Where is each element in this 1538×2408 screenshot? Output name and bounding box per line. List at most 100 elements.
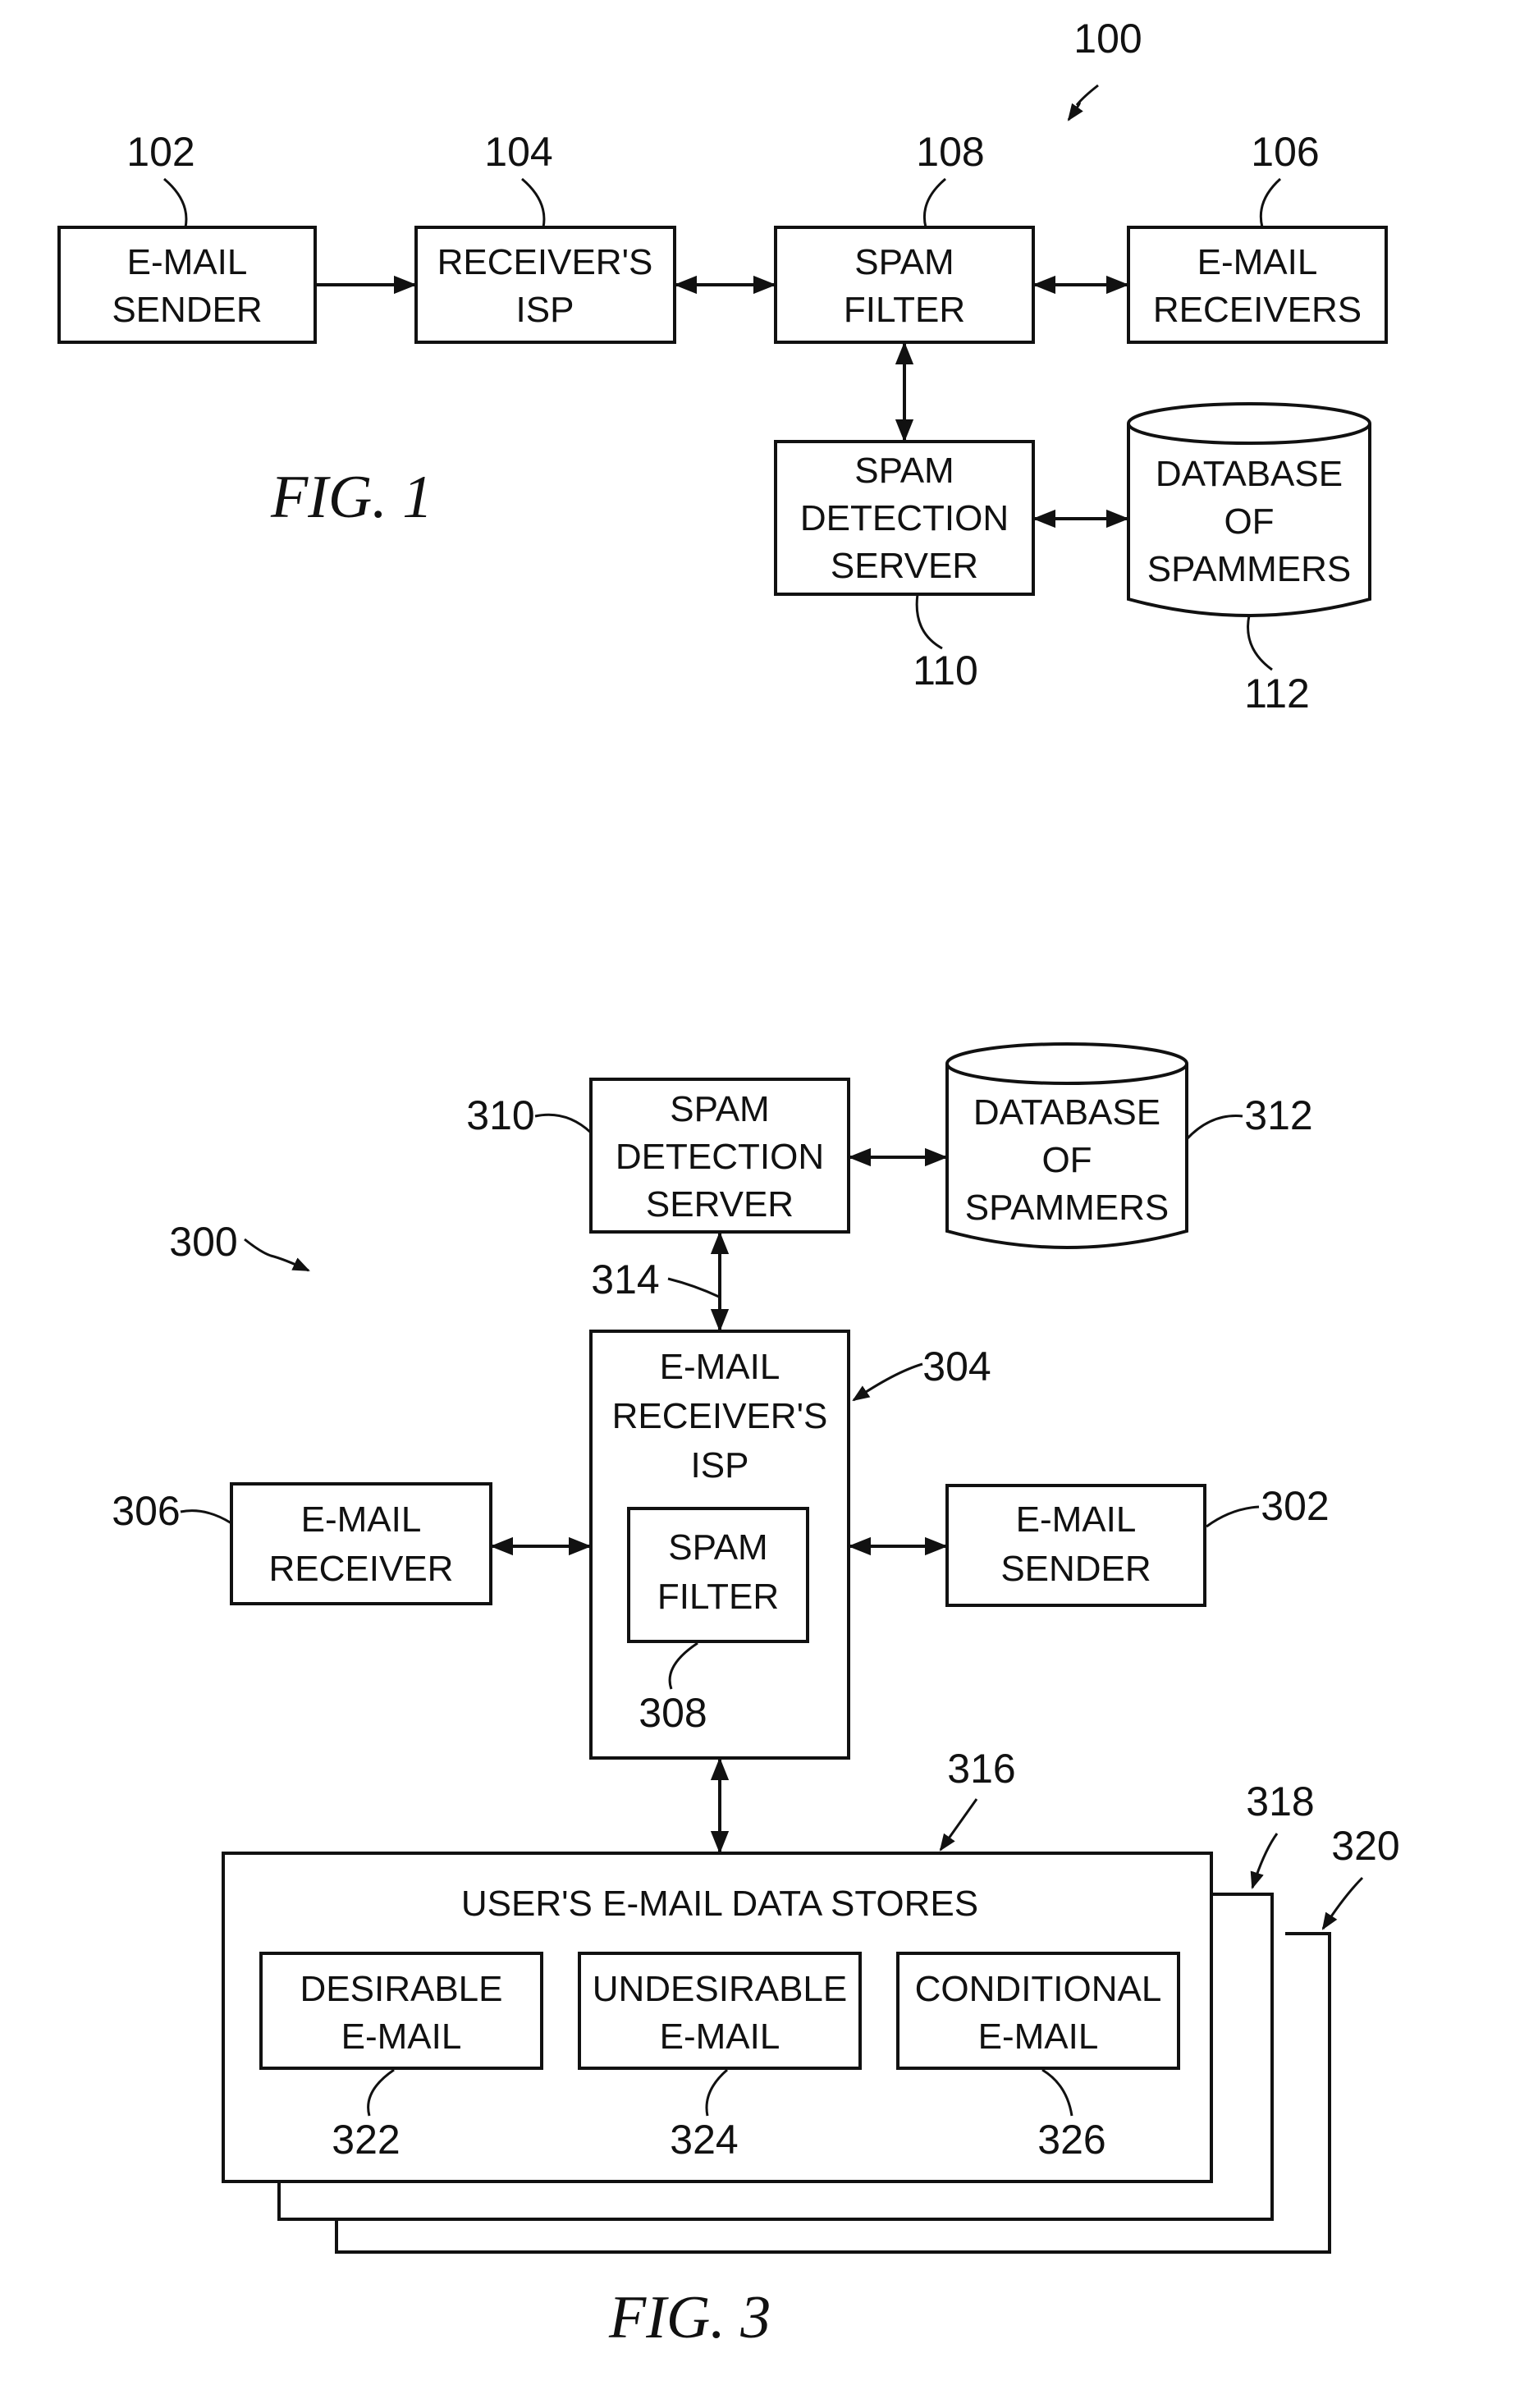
fig1-spam-detection-server: SPAM DETECTION SERVER 110	[774, 440, 1035, 694]
fig3-conditional-leader	[1041, 2068, 1073, 2117]
fig3-system-ref: 300	[169, 1219, 237, 1265]
fig3-link-leader	[667, 1277, 720, 1298]
fig1-database-of-spammers: DATABASE OF SPAMMERS 112	[1127, 402, 1371, 716]
fig1-email-receivers-line2: RECEIVERS	[1153, 290, 1362, 330]
fig1-email-sender-line1: E-MAIL	[127, 242, 248, 282]
fig3-email-sender-line2: SENDER	[1000, 1549, 1151, 1589]
fig1-email-receivers-line1: E-MAIL	[1197, 242, 1318, 282]
fig1-receivers-isp-ref: 104	[484, 129, 552, 175]
fig3-db-line1: DATABASE	[973, 1092, 1160, 1133]
fig1-receivers-isp: RECEIVER'S ISP 104	[414, 129, 676, 344]
fig1-spam-detection-server-box	[774, 440, 1035, 596]
fig3-email-sender: E-MAIL SENDER 302	[945, 1483, 1330, 1607]
fig3-db-top	[945, 1042, 1188, 1085]
fig3-database-of-spammers: DATABASE OF SPAMMERS 312	[945, 1042, 1313, 1249]
fig3-sds-line1: SPAM	[670, 1089, 769, 1129]
fig3-isp-line3: ISP	[691, 1445, 749, 1486]
fig3-spam-filter-line2: FILTER	[657, 1577, 779, 1617]
fig1-system-ref-pointer	[1067, 84, 1099, 121]
fig3-email-receiver-line2: RECEIVER	[269, 1549, 454, 1589]
fig3-email-sender-box	[945, 1484, 1206, 1607]
fig3-undesirable-ref: 324	[670, 2117, 738, 2163]
fig1-db-ref: 112	[1244, 671, 1310, 716]
fig1-spam-filter-line1: SPAM	[854, 242, 954, 282]
fig1-sds-ref: 110	[913, 648, 978, 694]
fig1-receivers-isp-leader	[521, 177, 546, 228]
fig3-conditional-line1: CONDITIONAL	[915, 1969, 1162, 2009]
fig3-stack-ref-318: 318	[1246, 1779, 1314, 1824]
fig1-db-line2: OF	[1224, 501, 1274, 542]
fig3-desirable-line2: E-MAIL	[341, 2017, 462, 2057]
fig3-sds-ref: 310	[466, 1092, 534, 1138]
fig3-stack-ref-318-pointer	[1250, 1833, 1279, 1890]
fig3-datastore-layer-318	[277, 1893, 1274, 2221]
fig3-db-line2: OF	[1041, 1140, 1092, 1180]
fig3-email-sender-ref: 302	[1261, 1483, 1329, 1529]
fig3-sds-line2: DETECTION	[616, 1137, 824, 1177]
fig3-db-ref: 312	[1244, 1092, 1312, 1138]
fig3-datastore-layer-320	[335, 1932, 1331, 2254]
fig1-email-sender: E-MAIL SENDER 102	[57, 129, 317, 344]
fig3-spam-detection-server: SPAM DETECTION SERVER 310	[466, 1078, 850, 1234]
fig3-undesirable-email: UNDESIRABLE E-MAIL 324	[578, 1952, 862, 2163]
fig3-desirable-box	[259, 1952, 543, 2070]
fig3-conditional-box	[896, 1952, 1180, 2070]
fig1-spam-filter: SPAM FILTER 108	[774, 129, 1035, 344]
fig1-system-ref: 100	[1073, 16, 1142, 62]
fig3-stack-ref-320: 320	[1331, 1823, 1399, 1869]
fig3-data-stores-title: USER'S E-MAIL DATA STORES	[461, 1884, 978, 1924]
fig3-undesirable-box	[578, 1952, 862, 2070]
fig3-email-sender-leader	[1206, 1505, 1260, 1528]
fig1-db-top	[1127, 402, 1371, 445]
fig1: 100 E-MAIL SENDER 102 RECEIVER'S ISP 104…	[57, 16, 1388, 716]
fig3-conditional-email: CONDITIONAL E-MAIL 326	[896, 1952, 1180, 2163]
fig3-caption: FIG. 3	[608, 2284, 771, 2351]
fig3-db-line3: SPAMMERS	[965, 1188, 1170, 1228]
fig3-undesirable-line2: E-MAIL	[660, 2017, 780, 2057]
fig1-email-sender-ref: 102	[126, 129, 195, 175]
fig3-spam-filter: SPAM FILTER 308	[627, 1507, 809, 1736]
fig3-conditional-line2: E-MAIL	[978, 2017, 1099, 2057]
fig1-sds-line1: SPAM	[854, 451, 954, 491]
fig3-desirable-line1: DESIRABLE	[300, 1969, 503, 2009]
fig3-isp-ref: 304	[922, 1344, 991, 1389]
fig1-spam-filter-line2: FILTER	[844, 290, 965, 330]
fig3-desirable-leader	[367, 2068, 395, 2117]
fig1-spam-filter-box	[774, 226, 1035, 344]
fig1-email-sender-line2: SENDER	[112, 290, 262, 330]
fig3-link-ref: 314	[591, 1257, 659, 1302]
fig1-spam-filter-leader	[922, 177, 946, 228]
fig3-email-receiver-box	[230, 1482, 492, 1605]
fig1-email-receivers-leader	[1259, 177, 1282, 228]
fig3-email-receiver: E-MAIL RECEIVER 306	[112, 1482, 492, 1605]
fig3-isp-line2: RECEIVER'S	[612, 1396, 828, 1436]
fig1-receivers-isp-line1: RECEIVER'S	[437, 242, 653, 282]
fig3-isp-line1: E-MAIL	[660, 1347, 780, 1387]
fig1-sds-line3: SERVER	[831, 546, 978, 586]
fig3-db-body	[945, 1064, 1188, 1249]
fig3-spam-filter-box	[627, 1507, 809, 1643]
fig1-db-line3: SPAMMERS	[1147, 549, 1352, 589]
fig3-data-stores-pointer	[939, 1798, 978, 1852]
fig1-db-leader	[1247, 615, 1273, 671]
fig3-stack-ref-320-pointer	[1321, 1876, 1364, 1930]
fig3-undesirable-line1: UNDESIRABLE	[593, 1969, 848, 2009]
fig1-sds-line2: DETECTION	[800, 498, 1009, 538]
fig3-email-receiver-line1: E-MAIL	[301, 1499, 422, 1540]
fig3-sds-leader	[534, 1113, 593, 1134]
fig3-spam-filter-ref: 308	[639, 1690, 707, 1736]
fig1-receivers-isp-box	[414, 226, 676, 344]
fig1-receivers-isp-line2: ISP	[516, 290, 574, 330]
fig1-caption: FIG. 1	[270, 464, 433, 531]
fig3-system-ref-pointer	[244, 1238, 310, 1272]
fig3-desirable-ref: 322	[332, 2117, 400, 2163]
fig3-spam-filter-leader	[668, 1641, 698, 1690]
fig3-data-stores-ref: 316	[947, 1746, 1015, 1792]
fig3-db-leader	[1185, 1115, 1243, 1141]
fig1-spam-filter-ref: 108	[916, 129, 984, 175]
fig1-email-receivers: E-MAIL RECEIVERS 106	[1127, 129, 1388, 344]
fig3-conditional-ref: 326	[1037, 2117, 1105, 2163]
fig3: SPAM DETECTION SERVER 310 DATABASE OF SP…	[112, 1042, 1400, 2351]
